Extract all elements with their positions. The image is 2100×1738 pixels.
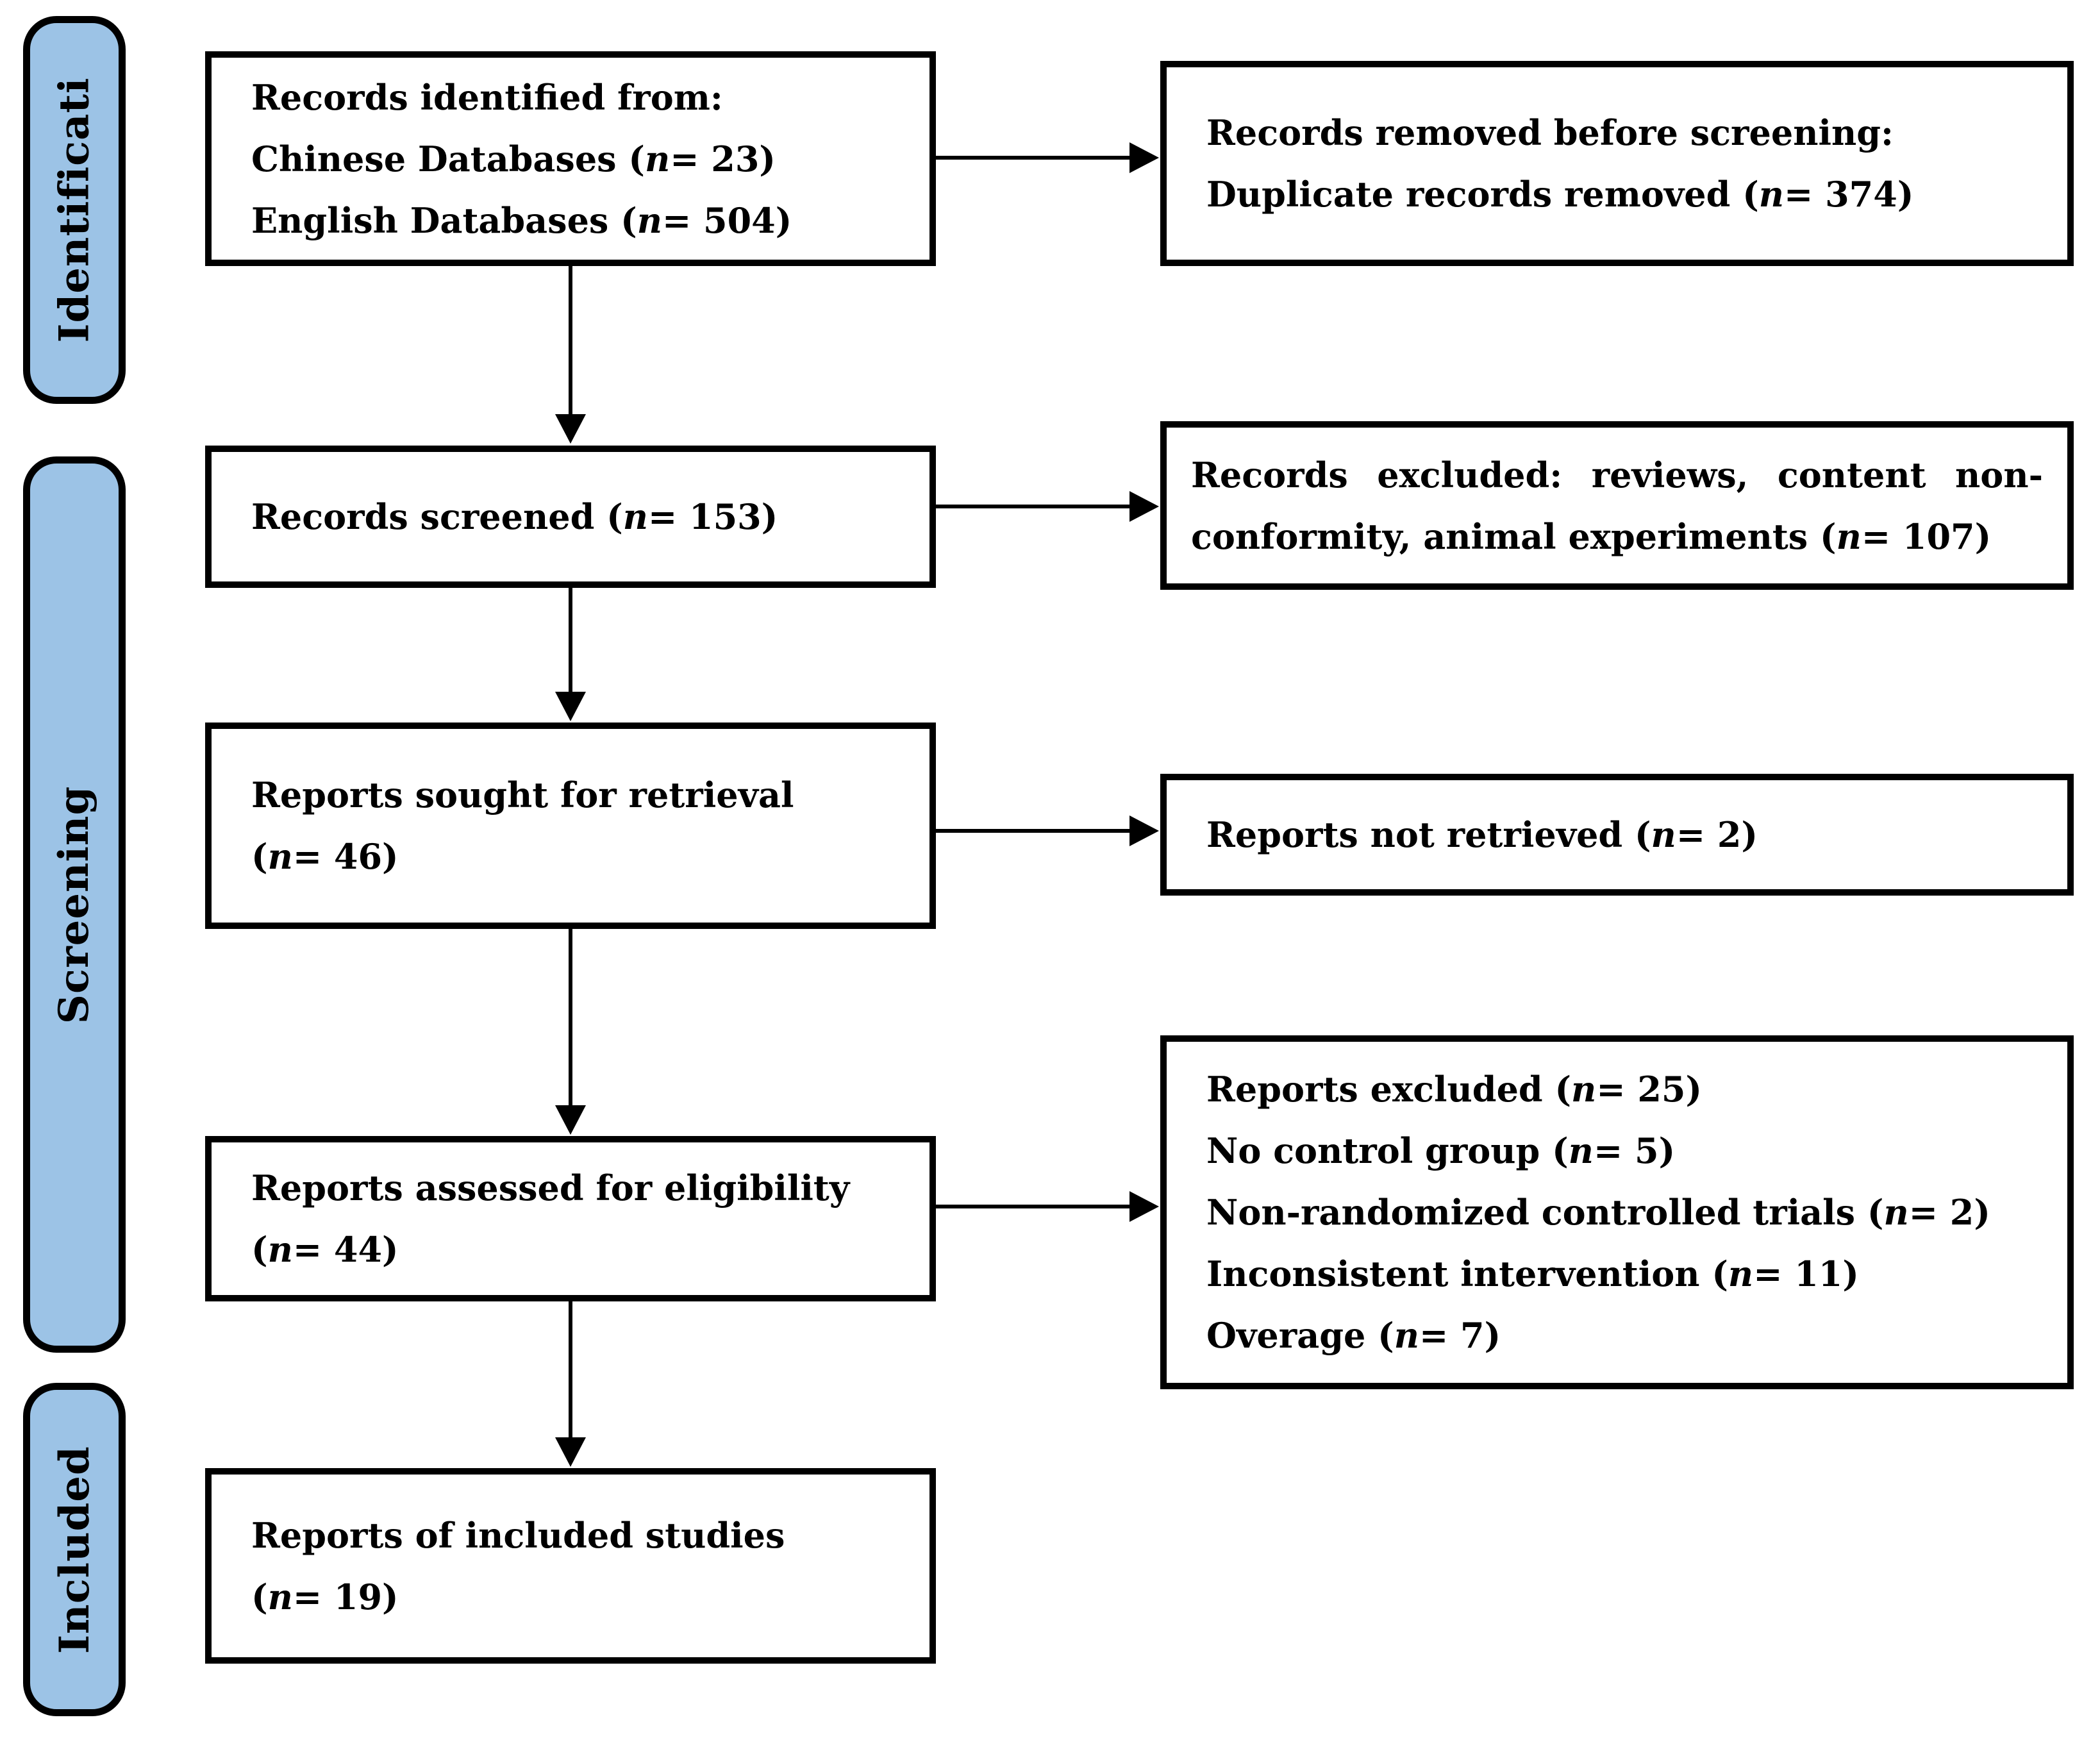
box-line-text: Reports of included studies — [251, 1514, 785, 1556]
box-line: Reports excluded (n= 25) — [1206, 1058, 2042, 1120]
box-line: Reports not retrieved (n= 2) — [1206, 804, 2042, 865]
box-records-identified: Records identified from: (n= ) Chinese D… — [205, 51, 936, 266]
box-line: No control group (n= 5) — [1206, 1120, 2042, 1182]
box-line-text: Inconsistent intervention — [1206, 1253, 1700, 1294]
box-included-studies: Reports of included studies (n= ) (n= 19… — [205, 1468, 936, 1664]
box-reports-assessed: Reports assessed for eligibility (n= ) (… — [205, 1136, 936, 1301]
box-line: Records removed before screening: (n= ) — [1206, 102, 2042, 163]
box-records-excluded: Records excluded: reviews, content non-c… — [1160, 421, 2074, 590]
box-line-text: Records screened — [251, 496, 595, 537]
arrow-screened-to-sought — [555, 587, 586, 721]
arrow-assessed-to-excluded-reports — [936, 1191, 1159, 1222]
stage-included: Included — [23, 1383, 126, 1716]
arrow-screened-to-excluded — [936, 491, 1159, 522]
box-line-text: Overage — [1206, 1315, 1366, 1356]
box-line: Records excluded: reviews, content non-c… — [1191, 444, 2043, 567]
arrow-sought-to-assessed — [555, 928, 586, 1135]
box-reports-not-retrieved: Reports not retrieved (n= 2) — [1160, 774, 2074, 896]
box-line-text: Reports not retrieved — [1206, 814, 1623, 855]
n-count: (n= 25) — [1542, 1069, 1703, 1110]
arrow-sought-to-not-retrieved — [936, 815, 1159, 846]
stage-identification: Identificati — [23, 16, 126, 404]
arrow-assessed-to-included — [555, 1300, 586, 1467]
n-count: (n= 5) — [1540, 1130, 1676, 1171]
arrow-identified-to-removed — [936, 142, 1159, 173]
box-line: (n= 44) — [251, 1219, 901, 1280]
box-line: English Databases (n= 504) — [251, 190, 901, 251]
box-records-screened: Records screened (n= 153) — [205, 446, 936, 588]
box-line: Reports of included studies (n= ) — [251, 1505, 901, 1566]
n-count: (n= 44) — [251, 1229, 399, 1270]
box-line-text: English Databases — [251, 199, 609, 241]
box-line-text: Non-randomized controlled trials — [1206, 1192, 1856, 1233]
box-records-removed: Records removed before screening: (n= ) … — [1160, 61, 2074, 266]
n-count: (n= 107) — [1808, 515, 1992, 557]
box-line: Non-randomized controlled trials (n= 2) — [1206, 1182, 2042, 1243]
box-line: Overage (n= 7) — [1206, 1305, 2042, 1366]
box-line: Records screened (n= 153) — [251, 486, 901, 547]
n-count: (n= 153) — [594, 496, 778, 537]
box-line-text: Duplicate records removed — [1206, 174, 1731, 215]
box-line: Chinese Databases (n= 23) — [251, 128, 901, 190]
box-line: Inconsistent intervention (n= 11) — [1206, 1243, 2042, 1305]
box-line: (n= 19) — [251, 1566, 901, 1628]
n-count: (n= 7) — [1365, 1315, 1501, 1356]
box-line-text: Reports sought for retrieval — [251, 774, 794, 815]
n-count: (n= 2) — [1622, 814, 1758, 855]
box-line-text: Reports assessed for eligibility — [251, 1167, 850, 1208]
box-line-text: Records removed before screening: — [1206, 112, 1894, 153]
n-count: (n= 2) — [1855, 1192, 1990, 1233]
box-line-text: Records excluded: reviews, content non-c… — [1191, 454, 2043, 557]
box-reports-sought: Reports sought for retrieval (n= ) (n= 4… — [205, 723, 936, 929]
box-line: Records identified from: (n= ) — [251, 67, 901, 128]
box-line: Duplicate records removed (n= 374) — [1206, 163, 2042, 225]
box-line: Reports assessed for eligibility (n= ) — [251, 1157, 901, 1219]
arrow-identified-to-screened — [555, 265, 586, 444]
box-line-text: Reports excluded — [1206, 1069, 1543, 1110]
box-line: Reports sought for retrieval (n= ) — [251, 764, 901, 826]
box-reports-excluded: Reports excluded (n= 25) No control grou… — [1160, 1035, 2074, 1389]
n-count: (n= 46) — [251, 836, 399, 877]
n-count: (n= 11) — [1699, 1253, 1859, 1294]
n-count: (n= 19) — [251, 1576, 399, 1617]
n-count: (n= 374) — [1730, 174, 1914, 215]
stage-screening: Screening — [23, 456, 126, 1353]
box-line: (n= 46) — [251, 826, 901, 887]
box-line-text: No control group — [1206, 1130, 1540, 1171]
box-line-text: Chinese Databases — [251, 138, 617, 180]
n-count: (n= 504) — [608, 199, 792, 241]
box-line-text: Records identified from: — [251, 76, 723, 118]
n-count: (n= 23) — [616, 138, 776, 180]
